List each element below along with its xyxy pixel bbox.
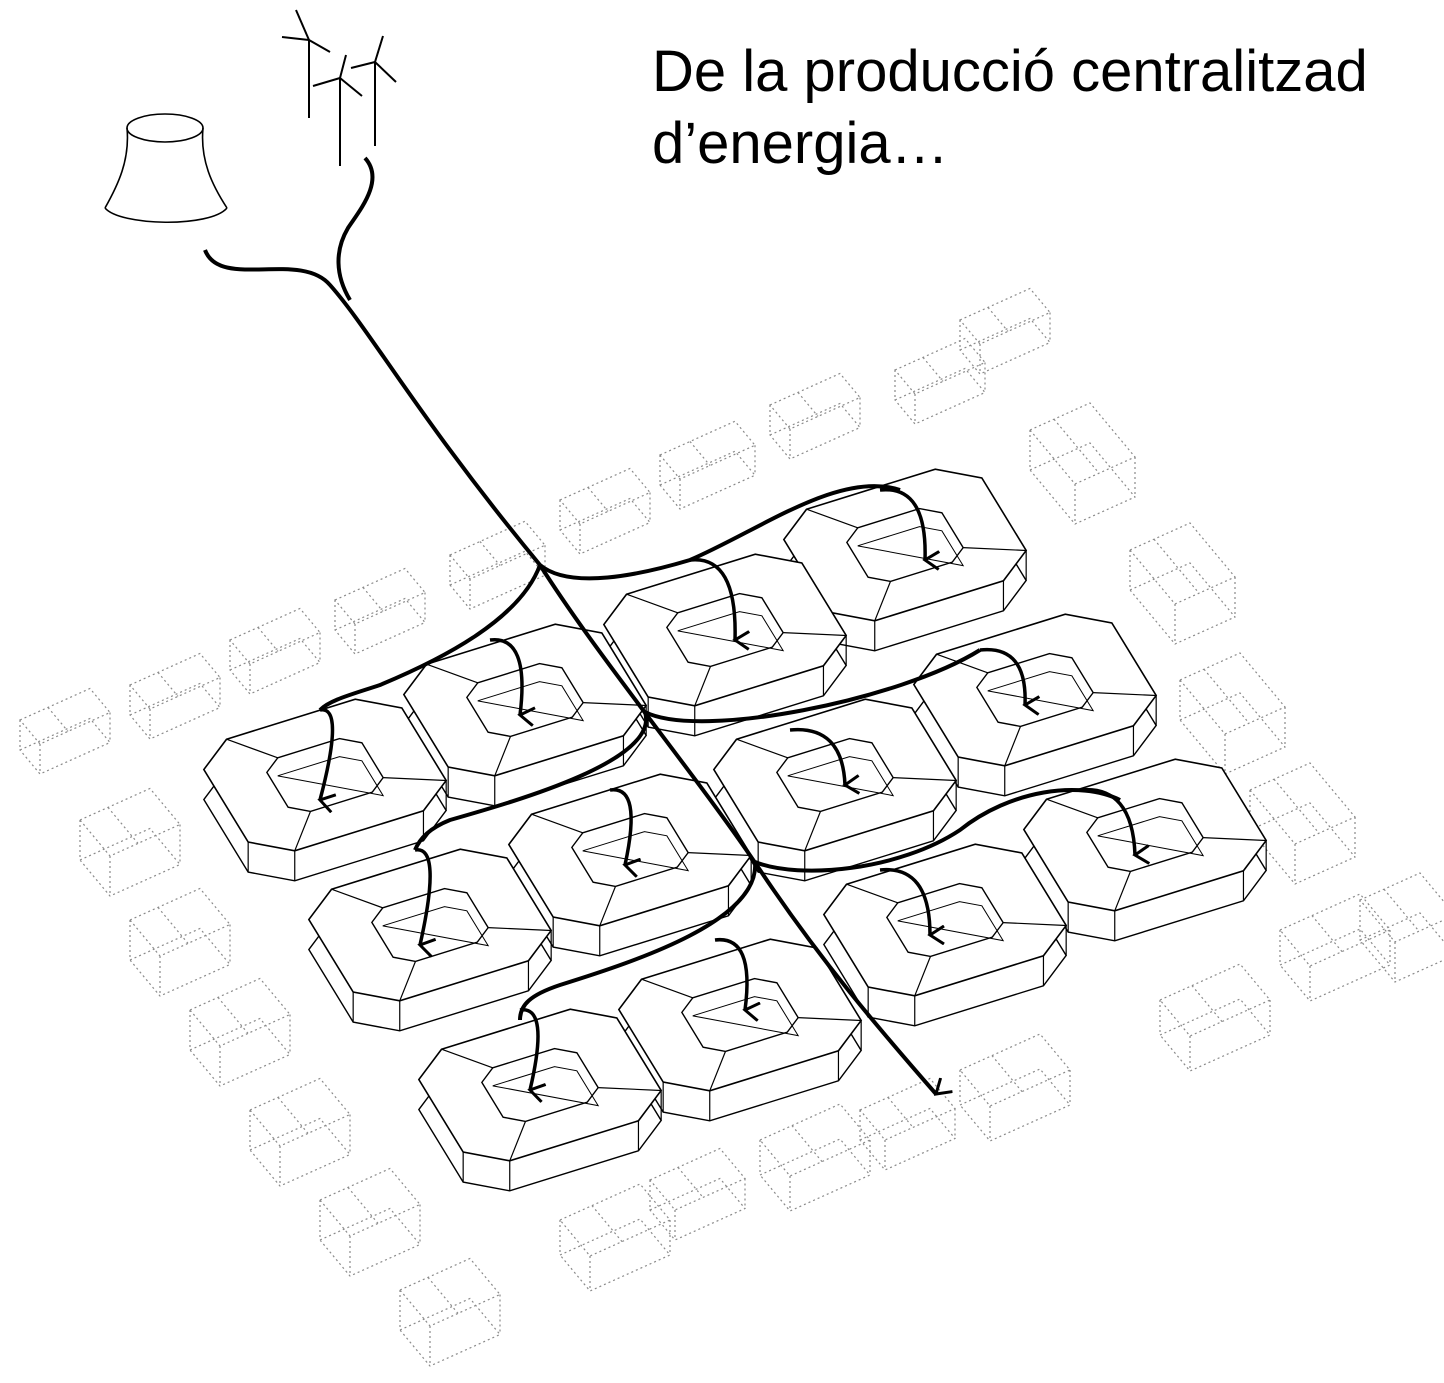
wind-turbine-icon xyxy=(281,9,331,118)
distribution-network xyxy=(203,156,1121,1094)
city-block xyxy=(1022,758,1268,942)
city-block xyxy=(202,698,448,882)
delivery-arrow xyxy=(789,727,845,785)
wind-turbine-icon xyxy=(350,35,397,146)
delivery-arrow xyxy=(519,1008,538,1090)
dotted-building xyxy=(319,1167,421,1277)
delivery-arrow xyxy=(414,848,430,945)
energy-sources xyxy=(104,9,397,224)
city-blocks xyxy=(202,468,1268,1192)
delivery-arrows xyxy=(320,488,1135,1090)
branch-left xyxy=(318,564,542,712)
dotted-building xyxy=(859,1077,956,1171)
dotted-building xyxy=(1129,522,1236,645)
city-block xyxy=(417,1008,663,1192)
existing-buildings-dotted xyxy=(19,287,1444,1367)
delivery-arrow xyxy=(320,708,333,800)
branch-lower-right xyxy=(754,788,1121,873)
delivery-arrow xyxy=(1079,787,1135,855)
delivery-arrow xyxy=(714,938,747,1010)
branch-lower-left xyxy=(518,861,758,1021)
delivery-arrow xyxy=(689,558,735,640)
dotted-building xyxy=(769,372,861,460)
caption-line-1: De la producció centralitzad xyxy=(652,39,1368,104)
dotted-building xyxy=(959,287,1051,375)
dotted-building xyxy=(1279,893,1391,1002)
dotted-building xyxy=(229,607,321,695)
branch-mid-left xyxy=(413,711,649,851)
dotted-building xyxy=(659,420,756,510)
dotted-building xyxy=(399,1257,501,1367)
dotted-building xyxy=(129,652,221,740)
city-block xyxy=(617,938,863,1122)
delivery-arrow xyxy=(879,867,930,935)
feeder-cooling-tower xyxy=(203,249,542,567)
dotted-building xyxy=(1029,402,1136,525)
dotted-building xyxy=(649,1147,746,1241)
city-block xyxy=(402,623,648,807)
delivery-arrow xyxy=(489,638,522,715)
delivery-arrow xyxy=(609,788,631,865)
dotted-building xyxy=(559,467,651,555)
caption-text: De la producció centralitzad d’energia… xyxy=(652,36,1444,180)
caption-line-2: d’energia… xyxy=(652,111,949,176)
dotted-building xyxy=(959,1033,1071,1142)
dotted-building xyxy=(129,887,231,997)
dotted-building xyxy=(334,567,426,655)
dotted-building xyxy=(559,1183,671,1292)
city-block xyxy=(712,698,958,882)
wind-turbine-icon xyxy=(312,54,363,166)
city-block xyxy=(507,773,753,957)
delivery-arrow xyxy=(979,647,1025,705)
dotted-building xyxy=(759,1103,871,1212)
cooling-tower-icon xyxy=(104,113,228,224)
branch-upper-right xyxy=(538,484,901,581)
city-block xyxy=(822,843,1068,1027)
dotted-building xyxy=(189,977,291,1087)
dotted-building xyxy=(1359,872,1444,983)
dotted-building xyxy=(19,687,111,775)
dotted-building xyxy=(1249,762,1356,885)
dotted-building xyxy=(449,520,546,610)
dotted-building xyxy=(1159,963,1271,1072)
dotted-building xyxy=(1179,652,1286,775)
feeder-wind xyxy=(336,156,375,302)
city-block xyxy=(602,553,848,737)
city-block xyxy=(912,613,1158,797)
dotted-building xyxy=(249,1077,351,1187)
delivery-arrow xyxy=(879,488,925,560)
dotted-building xyxy=(79,787,181,897)
dotted-building xyxy=(894,337,986,425)
branch-mid-right xyxy=(644,648,982,724)
